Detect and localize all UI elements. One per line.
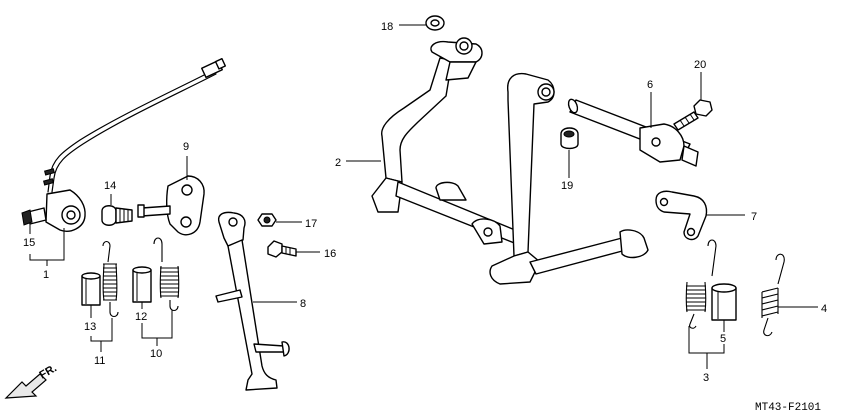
callout-1: 1	[43, 269, 49, 281]
bolt-16	[267, 240, 297, 258]
direction-label: FR.	[38, 362, 59, 381]
callout-13: 13	[84, 321, 96, 333]
diagram-code: MT43-F2101	[755, 402, 821, 414]
spring-plate-7	[655, 190, 708, 241]
spring-4	[761, 253, 785, 337]
bracket-9	[137, 175, 205, 236]
callout-labels: 1 15 14 9 13 11 12 10 17 16 8 18 2 19 6 …	[23, 21, 827, 384]
callout-5: 5	[720, 333, 726, 345]
callout-4: 4	[821, 303, 827, 315]
callout-7: 7	[751, 211, 757, 223]
callout-2: 2	[335, 157, 341, 169]
spring-10	[153, 237, 180, 312]
collar-5	[711, 283, 737, 321]
callout-8: 8	[300, 298, 306, 310]
spring-3	[685, 239, 717, 329]
callout-10: 10	[150, 348, 162, 360]
bolt-14	[101, 205, 133, 226]
front-direction-arrow	[4, 373, 47, 399]
callout-9: 9	[183, 141, 189, 153]
collar-12	[132, 266, 152, 303]
callout-14: 14	[104, 180, 116, 192]
main-stand-2	[371, 37, 649, 285]
spring-11	[102, 240, 119, 318]
callout-12: 12	[135, 311, 147, 323]
nut-17	[257, 213, 277, 227]
side-stand-switch-assembly	[21, 57, 227, 232]
side-stand-8	[215, 211, 290, 391]
callout-11: 11	[94, 355, 105, 367]
pivot-shaft-6	[567, 98, 699, 167]
callout-17: 17	[305, 218, 317, 230]
callout-20: 20	[694, 59, 706, 71]
callout-6: 6	[647, 79, 653, 91]
leader-lines	[29, 24, 818, 369]
washer-18	[425, 15, 445, 31]
collar-19	[560, 127, 579, 150]
bolt-20	[673, 99, 713, 131]
collar-13	[81, 272, 101, 306]
callout-18: 18	[381, 21, 393, 33]
callout-3: 3	[703, 372, 709, 384]
callout-16: 16	[324, 248, 336, 260]
callout-15: 15	[23, 237, 35, 249]
callout-19: 19	[561, 180, 573, 192]
